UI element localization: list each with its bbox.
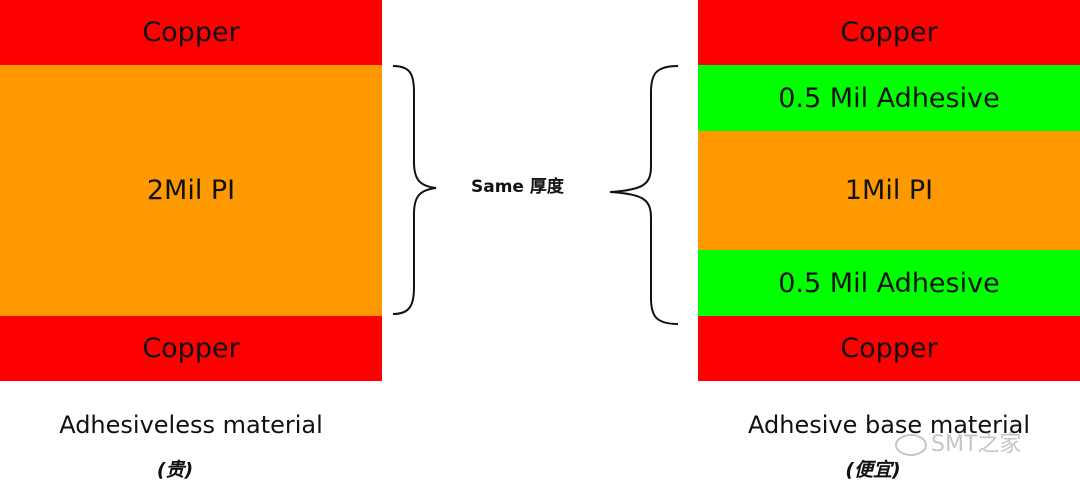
same-thickness-label: Same 厚度 xyxy=(471,177,564,197)
left-copper-bottom-layer: Copper xyxy=(0,316,382,381)
layer-label: Copper xyxy=(840,17,938,48)
left-price-note: (贵) xyxy=(156,459,194,481)
wechat-icon xyxy=(895,434,927,456)
left-curly-brace-icon xyxy=(609,65,679,325)
right-adhesive-bottom-layer: 0.5 Mil Adhesive xyxy=(698,250,1080,316)
layer-label: Copper xyxy=(840,333,938,364)
layer-label: Copper xyxy=(142,333,240,364)
right-caption: Adhesive base material xyxy=(748,411,1030,439)
right-adhesive-top-layer: 0.5 Mil Adhesive xyxy=(698,65,1080,131)
layer-label: 1Mil PI xyxy=(844,175,934,206)
right-curly-brace-icon xyxy=(392,65,437,315)
right-copper-top-layer: Copper xyxy=(698,0,1080,65)
watermark-text: SMT之家 xyxy=(931,432,1022,457)
layer-label: 0.5 Mil Adhesive xyxy=(778,267,1000,299)
left-caption: Adhesiveless material xyxy=(59,411,323,439)
right-stackup: Copper 0.5 Mil Adhesive 1Mil PI 0.5 Mil … xyxy=(698,0,1080,381)
right-pi-layer: 1Mil PI xyxy=(698,131,1080,250)
layer-label: 2Mil PI xyxy=(146,175,236,206)
layer-label: 0.5 Mil Adhesive xyxy=(778,82,1000,114)
left-stackup: Copper 2Mil PI Copper xyxy=(0,0,382,381)
right-price-note: (便宜) xyxy=(845,459,901,481)
left-pi-layer: 2Mil PI xyxy=(0,65,382,316)
left-copper-top-layer: Copper xyxy=(0,0,382,65)
watermark: SMT之家 xyxy=(895,426,1021,458)
right-copper-bottom-layer: Copper xyxy=(698,316,1080,381)
layer-label: Copper xyxy=(142,17,240,48)
